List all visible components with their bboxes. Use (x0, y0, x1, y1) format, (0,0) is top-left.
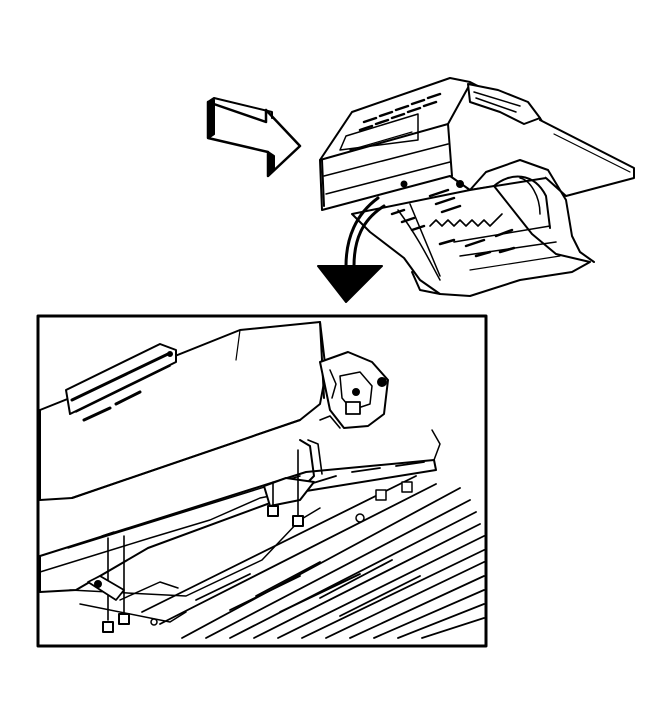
mounting-bracket (319, 351, 389, 429)
detail-inset (39, 321, 485, 639)
detail-callout-arrow (317, 196, 386, 303)
vent-slats (358, 92, 442, 132)
vehicle-overview (319, 77, 635, 297)
bolt (118, 535, 130, 625)
latch-grille (65, 343, 177, 422)
bed-floor-ribs (141, 475, 485, 639)
bolt (102, 537, 114, 633)
wiring-harness-clip (263, 415, 341, 507)
floor-slots (390, 188, 516, 258)
bolt (292, 449, 304, 527)
view-direction-arrow (206, 97, 302, 178)
bolt (267, 481, 279, 517)
